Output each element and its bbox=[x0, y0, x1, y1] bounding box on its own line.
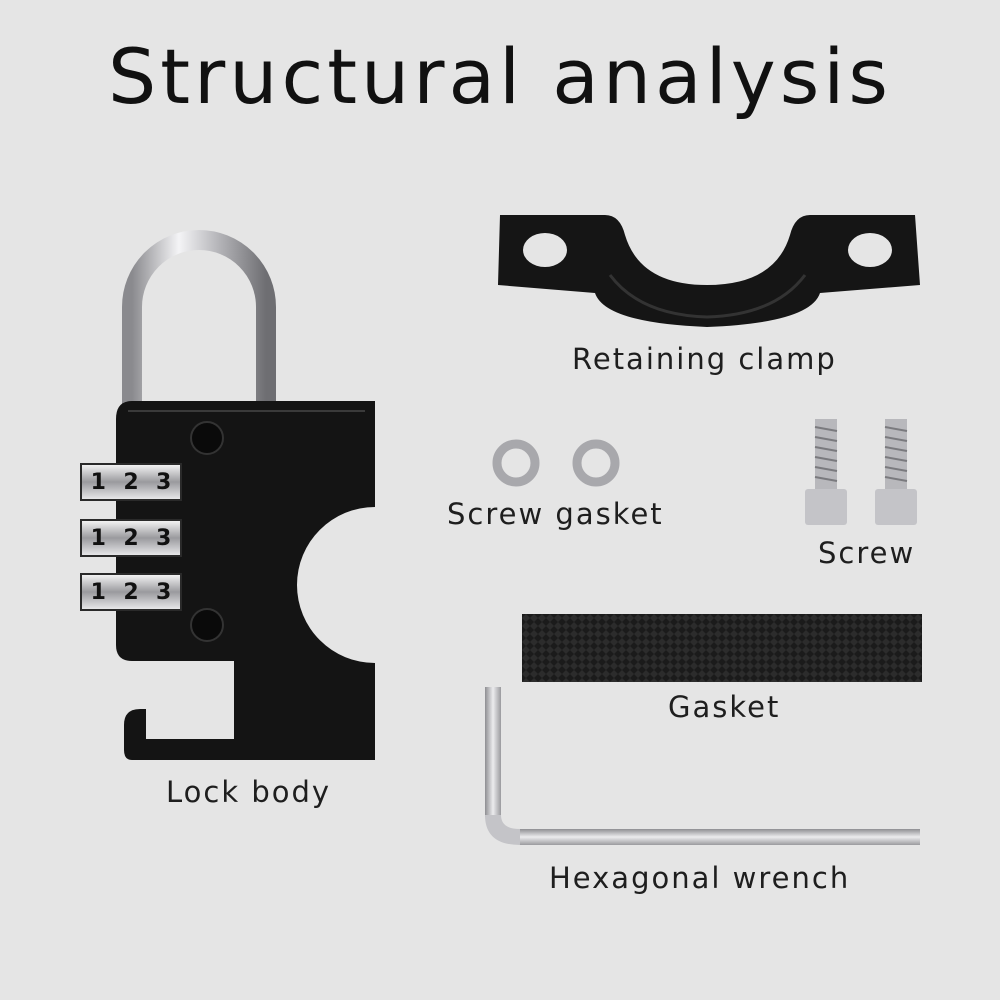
dial-digit: 3 bbox=[155, 525, 172, 551]
dial-digit: 2 bbox=[123, 525, 139, 551]
lock-body-label: Lock body bbox=[166, 775, 332, 809]
dial-digit: 3 bbox=[155, 579, 172, 605]
lock-dial[interactable]: 1 2 3 bbox=[80, 463, 182, 501]
dial-digit: 3 bbox=[155, 469, 172, 495]
gasket-image bbox=[522, 614, 922, 682]
page-title: Structural analysis bbox=[107, 32, 892, 121]
hexagonal-wrench-image bbox=[485, 687, 920, 845]
retaining-clamp-image bbox=[498, 215, 920, 327]
screw-label: Screw bbox=[818, 536, 916, 570]
screw-gasket-image bbox=[492, 439, 620, 487]
screw-gasket-label: Screw gasket bbox=[447, 497, 664, 531]
retaining-clamp-label: Retaining clamp bbox=[572, 342, 837, 376]
dial-digit: 1 bbox=[90, 469, 106, 495]
gasket-label: Gasket bbox=[668, 690, 781, 724]
lock-dial[interactable]: 1 2 3 bbox=[80, 573, 182, 611]
lock-dial[interactable]: 1 2 3 bbox=[80, 519, 182, 557]
screw-image bbox=[805, 419, 917, 525]
dial-digit: 1 bbox=[90, 579, 106, 605]
dial-digit: 2 bbox=[123, 469, 139, 495]
hexagonal-wrench-label: Hexagonal wrench bbox=[549, 861, 851, 895]
dial-digit: 1 bbox=[90, 525, 106, 551]
dial-digit: 2 bbox=[123, 579, 139, 605]
